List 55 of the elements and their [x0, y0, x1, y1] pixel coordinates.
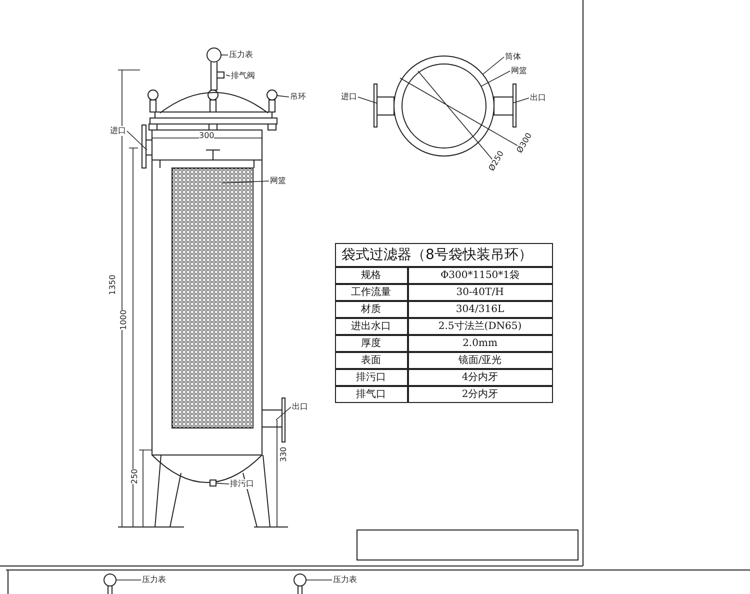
part-label: 压力表 — [333, 575, 357, 585]
drain-port — [210, 480, 216, 486]
dimension-text: 300 — [199, 131, 214, 141]
part-label: 压力表 — [142, 575, 166, 585]
pressure-gauge — [104, 574, 116, 586]
table-cell: 2分内牙 — [408, 386, 552, 402]
leader-line — [226, 74, 230, 76]
table-title: 袋式过滤器（8号袋快装吊环） — [334, 242, 552, 266]
table-cell: 规格 — [334, 266, 408, 284]
outlet-pipe — [494, 96, 514, 116]
dimension-text: 330 — [279, 446, 289, 462]
pressure-gauge — [294, 574, 306, 586]
leader-line — [222, 180, 270, 184]
table-cell: 镜面/亚光 — [408, 352, 552, 368]
leader-line — [276, 406, 292, 420]
basket-outline — [402, 64, 486, 148]
leader-line — [276, 95, 290, 98]
table-cell: 表面 — [334, 352, 408, 368]
leader-line — [220, 54, 228, 56]
table-cell: 排污口 — [334, 368, 408, 386]
leader-line — [216, 482, 230, 484]
table-cell: 材质 — [334, 300, 408, 318]
part-label: 压力表 — [229, 50, 253, 60]
part-label: 筒体 — [505, 52, 521, 62]
part-label: 出口 — [530, 93, 546, 103]
table-cell: 30-40T/H — [408, 284, 552, 300]
part-label: 出口 — [292, 402, 308, 412]
part-label: 网篮 — [511, 66, 527, 76]
leader-line — [358, 96, 378, 104]
table-cell: Φ300*1150*1袋 — [408, 266, 552, 284]
leader-line — [512, 98, 530, 104]
leader-line — [480, 70, 510, 87]
part-label: 排污口 — [230, 479, 254, 489]
part-label: 进口 — [341, 92, 357, 102]
part-label: 进口 — [110, 126, 126, 136]
table-cell: 2.5寸法兰(DN65) — [408, 318, 552, 334]
part-label: 吊环 — [290, 92, 306, 102]
table-cell: 排气口 — [334, 386, 408, 402]
pressure-gauge — [206, 48, 222, 62]
table-cell: 工作流量 — [334, 284, 408, 300]
part-label: 排气阀 — [231, 71, 255, 81]
leader-line — [126, 130, 148, 150]
dimension-text: 250 — [130, 468, 140, 484]
title-block-frame — [356, 530, 578, 560]
leader-line — [482, 56, 504, 75]
part-label: 网篮 — [270, 176, 286, 186]
table-cell: 进出水口 — [334, 318, 408, 334]
table-cell: 2.0mm — [408, 334, 552, 352]
inlet-pipe — [376, 96, 394, 116]
table-cell: 4分内牙 — [408, 368, 552, 386]
dimension-text: 1350 — [108, 274, 118, 295]
lifting-eye — [266, 90, 278, 100]
table-cell: 厚度 — [334, 334, 408, 352]
table-cell: 304/316L — [408, 300, 552, 318]
dimension-text: 1000 — [119, 310, 129, 330]
